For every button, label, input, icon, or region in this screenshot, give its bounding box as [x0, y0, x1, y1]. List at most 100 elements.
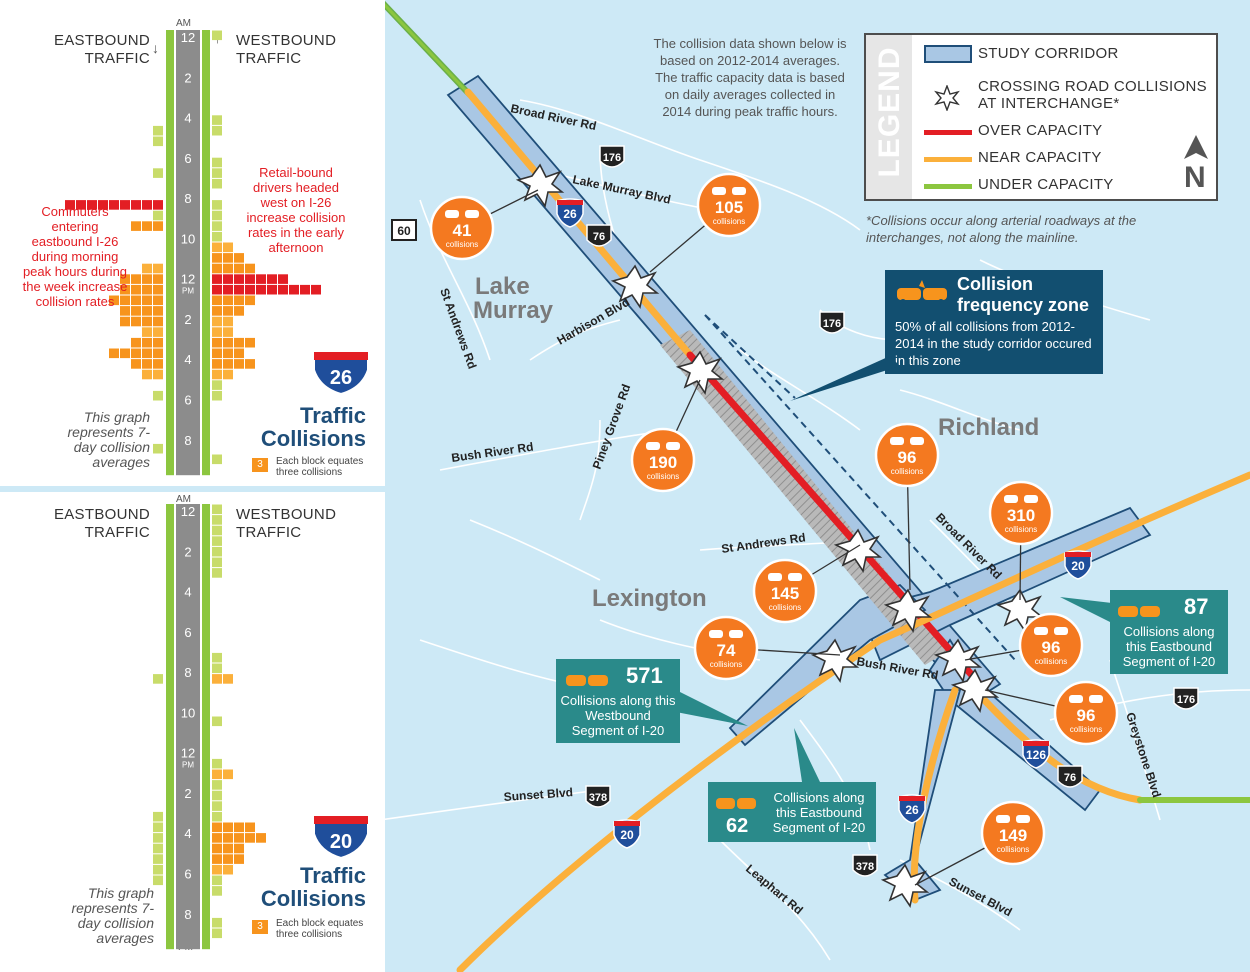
eastbound-block: [120, 200, 130, 210]
westbound-pointer: [676, 690, 748, 726]
eastbound-block: [142, 327, 152, 337]
eastbound87-value: 87: [1184, 594, 1209, 619]
westbound-block: [245, 263, 255, 274]
westbound-block: [278, 274, 288, 284]
panel-divider: [0, 486, 385, 492]
westbound-block: [212, 115, 222, 125]
eastbound-block: [153, 316, 163, 327]
eastbound-block: [120, 316, 130, 327]
legend-title: LEGEND: [873, 46, 906, 178]
svg-text:176: 176: [823, 318, 841, 330]
eastbound-block: [153, 875, 163, 886]
westbound-block: [223, 253, 233, 263]
eastbound-block: [131, 316, 141, 327]
eastbound-block: [120, 348, 130, 359]
region-richland: Richland: [938, 414, 1039, 441]
i26-graph-panel: EASTBOUND TRAFFIC WESTBOUND TRAFFIC ↓ ↑ …: [0, 0, 385, 486]
westbound-block: [212, 125, 222, 136]
westbound-block: [212, 758, 222, 769]
collision-unit-label: collisions: [891, 467, 923, 476]
westbound-block: [212, 369, 222, 380]
hour-label: 10: [181, 705, 195, 720]
legend-item-corridor: STUDY CORRIDOR: [978, 45, 1119, 62]
collision-unit-label: collisions: [1005, 525, 1037, 534]
collision-circles: 41collisions105collisions190collisions96…: [429, 172, 1119, 886]
svg-text:176: 176: [1177, 694, 1195, 706]
eastbound-block: [153, 284, 163, 295]
westbound-block: [212, 337, 222, 348]
hour-label: 10: [181, 947, 195, 962]
westbound-value: 571: [626, 663, 663, 688]
legend-item-near: NEAR CAPACITY: [978, 149, 1102, 166]
westbound-block: [212, 864, 222, 875]
hour-label: 6: [184, 151, 191, 166]
westbound-block: [223, 306, 233, 316]
eastbound87-text: Collisions along this Eastbound Segment …: [1122, 624, 1216, 669]
westbound-block: [212, 390, 222, 401]
legend-title-bar: LEGEND: [866, 35, 912, 199]
eastbound-block: [153, 864, 163, 875]
hour-label: 6: [184, 867, 191, 882]
westbound-block: [234, 274, 244, 284]
westbound-block: [223, 274, 233, 284]
westbound-block: [212, 253, 222, 263]
eastbound-block: [131, 284, 141, 295]
westbound-block: [212, 348, 222, 359]
i26-am-label: AM: [176, 18, 191, 29]
eastbound-block: [153, 136, 163, 147]
eastbound-block: [120, 284, 130, 295]
westbound-block: [212, 316, 222, 327]
route-shield-60: 60: [391, 219, 417, 241]
hour-label: 4: [184, 352, 191, 367]
collision-unit-label: collisions: [710, 660, 742, 669]
westbound-block: [267, 274, 277, 284]
hour-label: 6: [184, 625, 191, 640]
legend-item-crossing: CROSSING ROAD COLLISIONS AT INTERCHANGE*: [978, 78, 1207, 112]
hour-label: 8: [184, 907, 191, 922]
eastbound-block: [142, 316, 152, 327]
westbound-block: [212, 716, 222, 727]
eastbound-block: [98, 200, 108, 210]
westbound-block: [223, 843, 233, 854]
svg-text:176: 176: [603, 152, 621, 164]
collision-value: 96: [898, 448, 917, 467]
interchange-stars: [515, 163, 1045, 909]
westbound-block: [223, 284, 233, 295]
i26-down-arrow-icon: ↓: [152, 40, 159, 56]
eastbound-block: [142, 221, 152, 231]
westbound-car-icon: [566, 675, 608, 686]
westbound-block: [223, 327, 233, 337]
westbound-block: [212, 30, 222, 41]
route-shield-126: 126: [1022, 739, 1050, 769]
eastbound-block: [131, 337, 141, 348]
westbound-block: [212, 928, 222, 939]
westbound-block: [234, 337, 244, 348]
svg-text:26: 26: [563, 207, 577, 221]
region-lake-murray-1: Lake: [475, 273, 530, 300]
roadway-strip: [176, 30, 200, 476]
collision-value: 41: [453, 221, 472, 240]
i20-eastbound-label: EASTBOUND TRAFFIC: [53, 506, 150, 541]
legend-footnote: *Collisions occur along arterial roadway…: [866, 213, 1137, 245]
eastbound-block: [153, 263, 163, 274]
westbound-block: [234, 822, 244, 833]
collision-value: 145: [771, 584, 799, 603]
i26-graph-note: This graph represents 7-day collision av…: [67, 409, 150, 470]
eastbound-block: [120, 295, 130, 306]
legend-item-under: UNDER CAPACITY: [978, 176, 1114, 193]
eastbound-block: [131, 200, 141, 210]
westbound-block: [245, 359, 255, 369]
westbound-block: [223, 769, 233, 780]
westbound-block: [223, 854, 233, 864]
route-shield-20: 20: [613, 819, 641, 849]
westbound-block: [212, 263, 222, 274]
westbound-block: [234, 843, 244, 854]
westbound-block: [212, 515, 222, 525]
hour-label: 4: [184, 111, 191, 126]
westbound-block: [223, 263, 233, 274]
westbound-block: [223, 337, 233, 348]
